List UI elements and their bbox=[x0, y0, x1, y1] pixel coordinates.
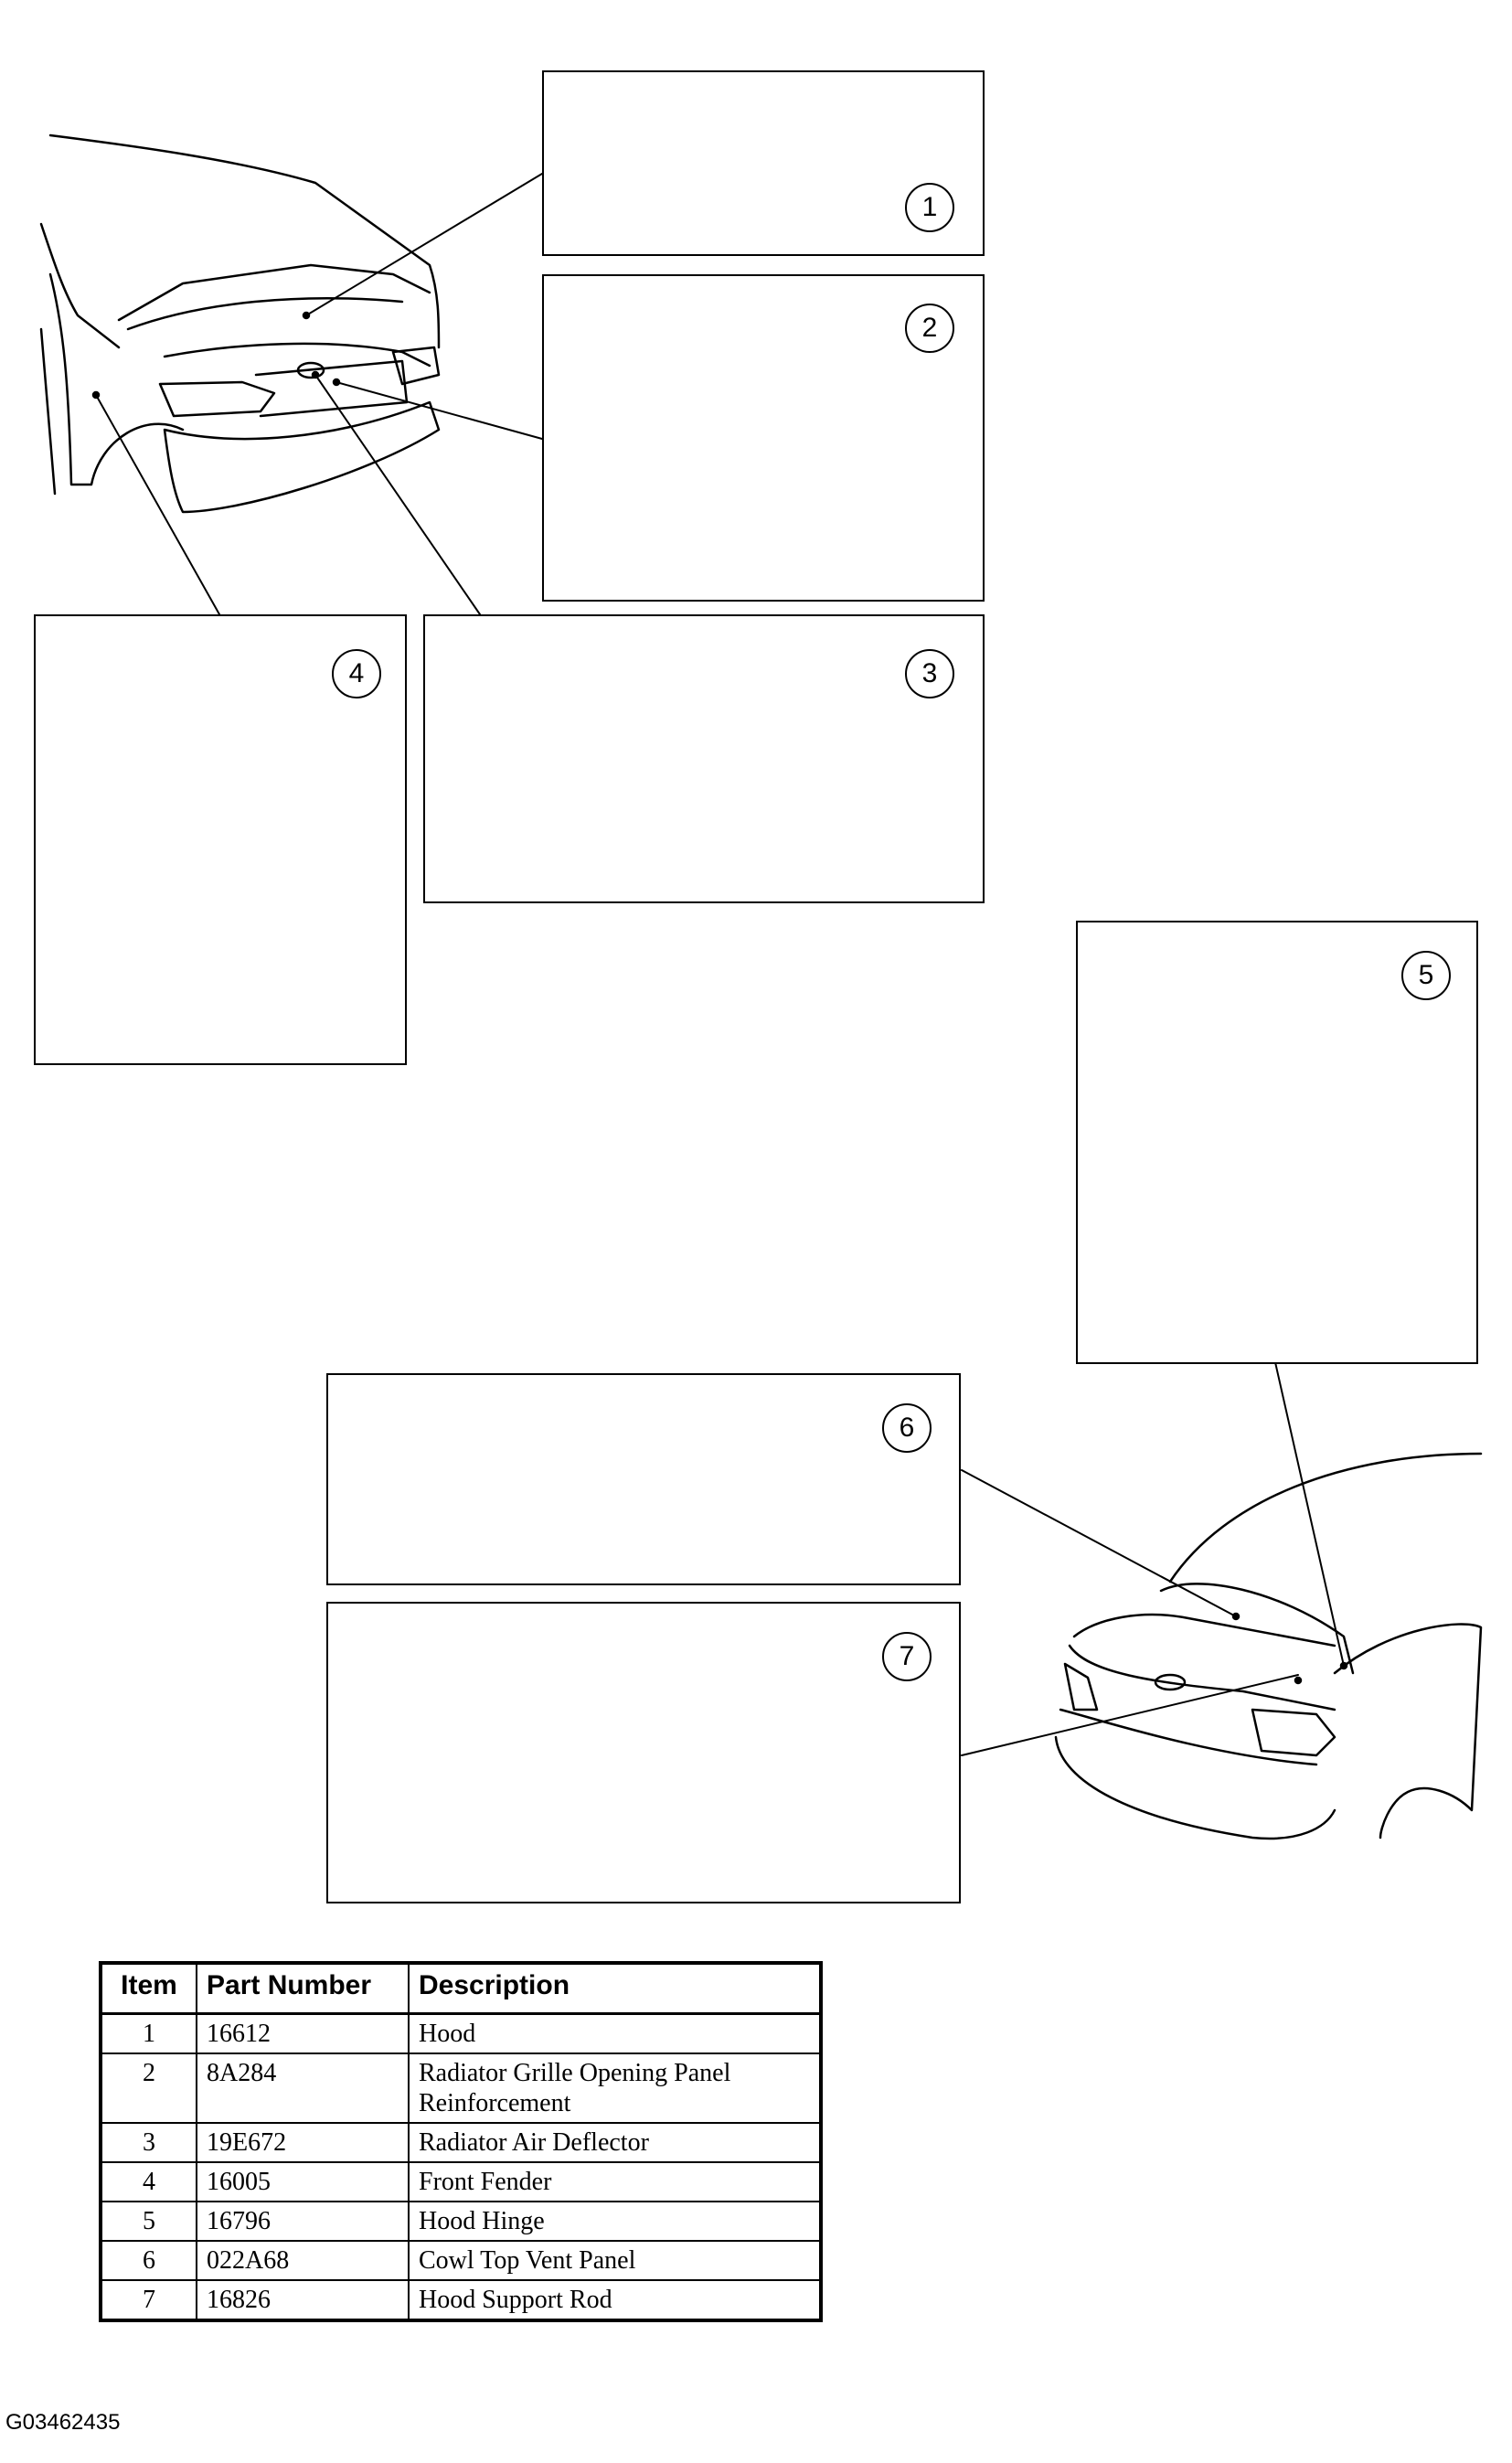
callout-2: 2 bbox=[905, 304, 954, 353]
part-number-cell: 19E672 bbox=[196, 2122, 410, 2163]
leader-lines bbox=[95, 173, 1345, 1756]
item-cell: 6 bbox=[100, 2240, 197, 2281]
part-number-cell: 16796 bbox=[196, 2201, 410, 2242]
item-cell: 7 bbox=[100, 2279, 197, 2321]
callout-4: 4 bbox=[332, 649, 381, 698]
column-header-part-number: Part Number bbox=[196, 1962, 410, 2015]
description-cell: Hood Support Rod bbox=[408, 2279, 822, 2321]
part-number-cell: 16826 bbox=[196, 2279, 410, 2321]
description-cell: Front Fender bbox=[408, 2161, 822, 2202]
part-number-cell: 16005 bbox=[196, 2161, 410, 2202]
van-front-view-bottom bbox=[1054, 1452, 1483, 1840]
part-number-cell: 16612 bbox=[196, 2012, 410, 2054]
table-row: 3 19E672 Radiator Air Deflector bbox=[100, 2122, 822, 2163]
callout-3: 3 bbox=[905, 649, 954, 698]
detail-panel-hood bbox=[542, 70, 985, 256]
item-cell: 3 bbox=[100, 2122, 197, 2163]
table-header-row: Item Part Number Description bbox=[100, 1962, 822, 2015]
description-cell: Radiator Grille Opening Panel Reinforcem… bbox=[408, 2052, 822, 2124]
description-cell: Cowl Top Vent Panel bbox=[408, 2240, 822, 2281]
column-header-item: Item bbox=[100, 1962, 197, 2015]
part-number-cell: 8A284 bbox=[196, 2052, 410, 2124]
callout-5: 5 bbox=[1401, 951, 1451, 1000]
table-row: 7 16826 Hood Support Rod bbox=[100, 2279, 822, 2321]
detail-panel-support-rod bbox=[326, 1602, 961, 1903]
callout-7: 7 bbox=[882, 1632, 932, 1681]
figure-id: G03462435 bbox=[5, 2410, 121, 2435]
table-row: 2 8A284 Radiator Grille Opening Panel Re… bbox=[100, 2052, 822, 2124]
description-cell: Hood bbox=[408, 2012, 822, 2054]
detail-panel-cowl-vent bbox=[326, 1373, 961, 1585]
table-row: 1 16612 Hood bbox=[100, 2012, 822, 2054]
item-cell: 5 bbox=[100, 2201, 197, 2242]
item-cell: 2 bbox=[100, 2052, 197, 2124]
parts-table: Item Part Number Description 1 16612 Hoo… bbox=[99, 1961, 823, 2322]
column-header-description: Description bbox=[408, 1962, 822, 2015]
callout-1: 1 bbox=[905, 183, 954, 232]
van-front-view-top bbox=[39, 133, 441, 514]
item-cell: 1 bbox=[100, 2012, 197, 2054]
description-cell: Radiator Air Deflector bbox=[408, 2122, 822, 2163]
item-cell: 4 bbox=[100, 2161, 197, 2202]
callout-6: 6 bbox=[882, 1403, 932, 1453]
description-cell: Hood Hinge bbox=[408, 2201, 822, 2242]
table-row: 6 022A68 Cowl Top Vent Panel bbox=[100, 2240, 822, 2281]
table-row: 5 16796 Hood Hinge bbox=[100, 2201, 822, 2242]
detail-panel-air-deflector bbox=[423, 614, 985, 903]
table-row: 4 16005 Front Fender bbox=[100, 2161, 822, 2202]
part-number-cell: 022A68 bbox=[196, 2240, 410, 2281]
